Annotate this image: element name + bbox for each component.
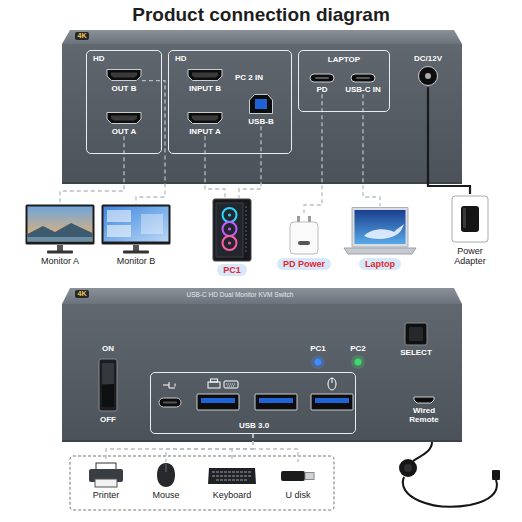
monitor: Monitor A: [25, 204, 95, 266]
laptop-frame: LAPTOP PD USB-C IN: [298, 50, 390, 112]
select-button-icon: [404, 322, 428, 346]
monitor-label: Monitor B: [117, 256, 156, 266]
pd-charger: PD Power: [277, 216, 331, 270]
mouse-label: Mouse: [152, 490, 179, 500]
product-name: USB-C HD Dual Monitor KVM Switch: [187, 291, 294, 298]
hdmi-port-label: INPUT A: [189, 127, 221, 136]
4k-badge: 4K: [75, 32, 90, 40]
hdmi-port: INPUT A: [187, 111, 223, 136]
dc-jack: DC/12V: [414, 54, 442, 87]
usb-c-port-label: PD: [316, 85, 327, 94]
led-label: PC2: [350, 344, 366, 353]
usb-c-port-label: USB-C IN: [345, 85, 381, 94]
connection-line: [136, 81, 165, 204]
connection-line: [205, 136, 225, 198]
monitor-icon: [25, 204, 95, 254]
usb-b-port: USB-B: [248, 93, 274, 126]
usb-c-port-icon: [350, 73, 376, 83]
hdmi-port-label: INPUT B: [189, 84, 221, 93]
usb-port-frame: USB 3.0: [150, 372, 356, 434]
usb-port-frame-art: [151, 374, 357, 418]
pc-tower: PC1: [212, 198, 252, 276]
hdmi-port-icon: [106, 111, 142, 125]
laptop: Laptop: [342, 206, 418, 270]
power-adapter: Power Adapter: [444, 194, 496, 267]
4k-badge: 4K: [75, 290, 90, 298]
printer-label: Printer: [93, 490, 120, 500]
printer: Printer: [88, 462, 124, 500]
pc-tower-icon: [212, 198, 252, 262]
connection-line: [166, 434, 253, 462]
hdmi-port: OUT B: [106, 68, 142, 93]
connection-line: [106, 434, 253, 462]
hd-input-frame-label: PC 2 IN: [235, 73, 263, 82]
usb-port-frame-label: USB 3.0: [239, 421, 269, 430]
select-button: SELECT: [400, 322, 432, 357]
diagram-title: Product connection diagram: [0, 4, 522, 26]
keyboard-label: Keyboard: [213, 490, 252, 500]
power-adapter-icon: [450, 194, 490, 244]
laptop-frame-label: LAPTOP: [328, 55, 360, 64]
mouse: Mouse: [152, 462, 179, 500]
printer-icon: [88, 462, 124, 488]
u-disk-label: U disk: [285, 490, 310, 500]
keyboard-icon: [207, 462, 257, 488]
remote-port-label: Wired Remote: [402, 406, 446, 424]
monitor: Monitor B: [101, 204, 171, 266]
usb-c-port-icon: [309, 73, 335, 83]
switch-label: OFF: [100, 415, 116, 424]
remote-port-icon: [413, 396, 435, 404]
pd-charger-icon: [288, 216, 320, 256]
hd-input-frame: HD PC 2 IN INPUT B INPUT A USB-B: [168, 50, 292, 154]
hdmi-port-icon: [187, 68, 223, 82]
keyboard: Keyboard: [207, 462, 257, 500]
connection-line: [253, 434, 298, 462]
hd-input-frame-label: HD: [175, 54, 187, 63]
hdmi-port: OUT A: [106, 111, 142, 136]
hdmi-port: INPUT B: [187, 68, 223, 93]
hdmi-port-label: OUT B: [112, 84, 137, 93]
dc-jack-icon: [417, 65, 439, 87]
hd-output-frame-label: HD: [93, 54, 105, 63]
select-button-label: SELECT: [400, 348, 432, 357]
connection-line: [239, 126, 261, 198]
power-cable: [428, 87, 470, 194]
remote-port: Wired Remote: [402, 396, 446, 424]
hdmi-port-icon: [106, 68, 142, 82]
connection-line: [60, 136, 124, 204]
pc-tower-label: PC1: [217, 264, 247, 276]
mouse-icon: [156, 462, 176, 488]
u-disk: U disk: [280, 462, 316, 500]
monitor-icon: [101, 204, 171, 254]
usb-b-port-label: USB-B: [248, 117, 273, 126]
hd-output-frame: HD OUT B OUT A: [86, 50, 162, 154]
laptop-icon: [342, 206, 418, 256]
connection-line: [304, 94, 322, 216]
pd-charger-label: PD Power: [277, 258, 331, 270]
usb-c-port: PD: [309, 73, 335, 94]
power-adapter-label: Power Adapter: [444, 246, 496, 267]
hdmi-port-icon: [187, 111, 223, 125]
laptop-label: Laptop: [359, 258, 401, 270]
connection-line: [363, 94, 380, 206]
switch-label: ON: [102, 344, 114, 353]
connection-line: [232, 434, 253, 462]
dc-jack-label: DC/12V: [414, 54, 442, 63]
usb-b-port-icon: [248, 93, 274, 115]
led-label: PC1: [310, 344, 326, 353]
hdmi-port-label: OUT A: [112, 127, 137, 136]
usb-c-port: USB-C IN: [345, 73, 381, 94]
monitor-label: Monitor A: [41, 256, 79, 266]
u-disk-icon: [280, 462, 316, 488]
